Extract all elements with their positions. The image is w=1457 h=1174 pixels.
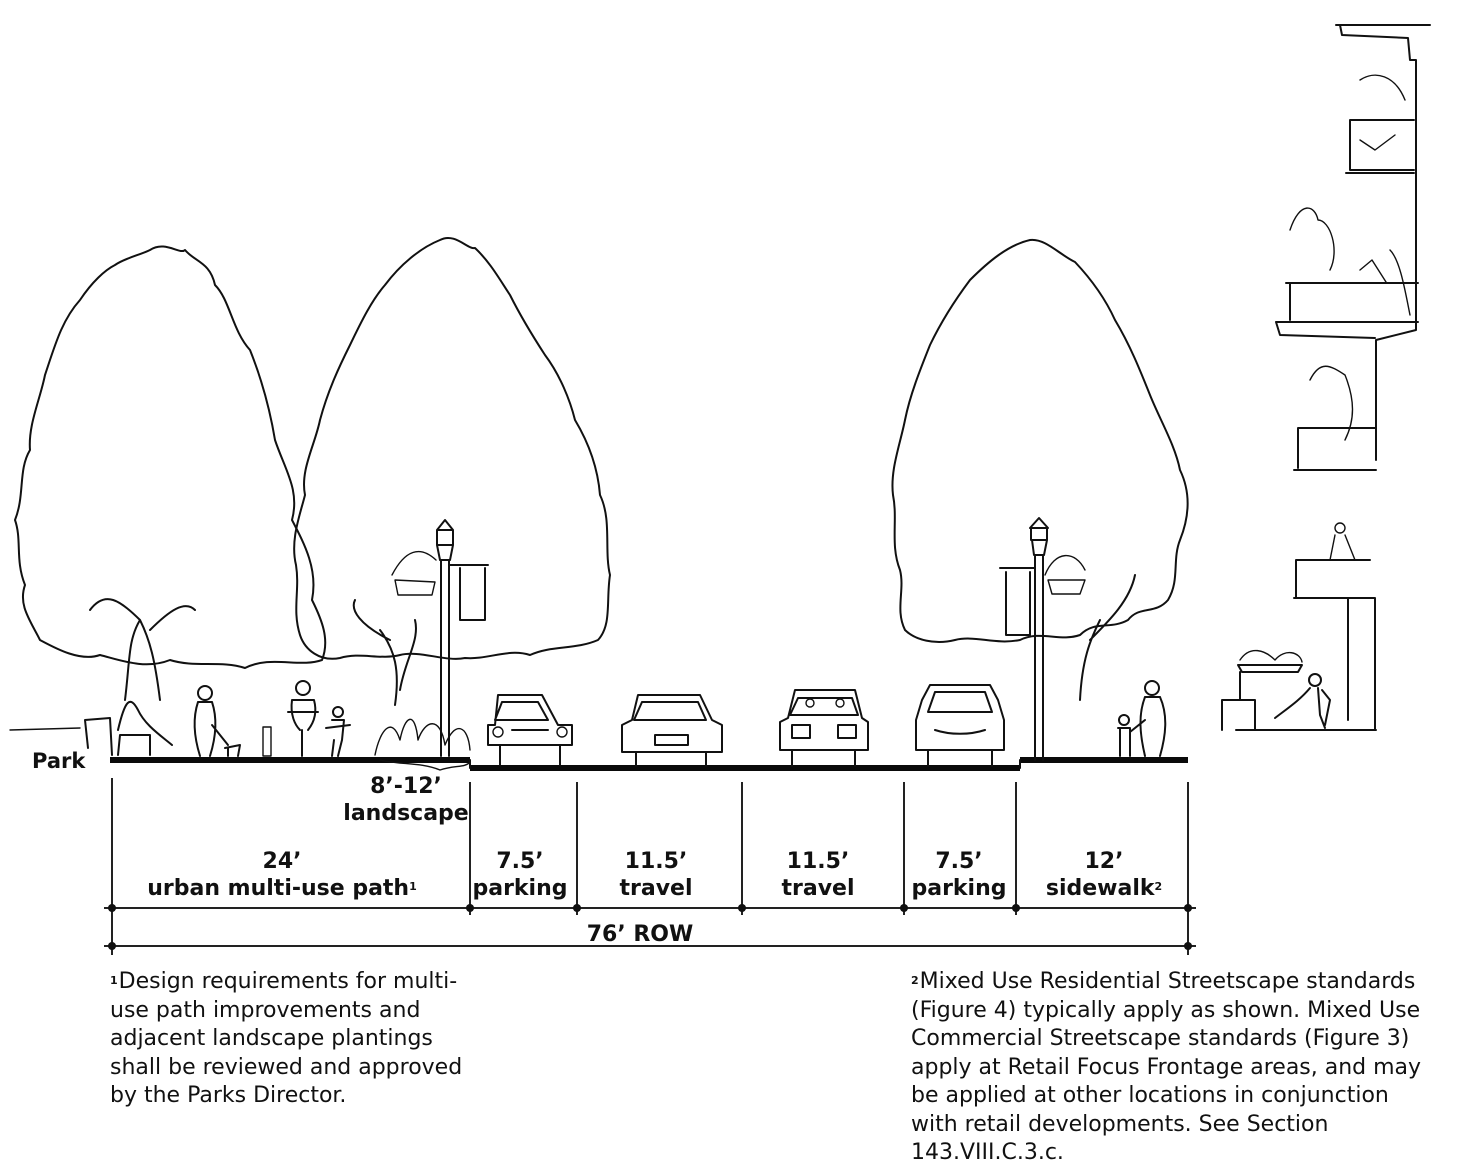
tick-mark — [1184, 904, 1192, 912]
parked-car-left — [487, 694, 573, 766]
landscape-label: 8’-12’ landscape — [343, 773, 468, 827]
pedestrian-walking-dog — [193, 685, 241, 757]
street-tree-right — [891, 238, 1189, 701]
bollard — [262, 726, 272, 757]
footnote-1: 1Design requirements for multi- use path… — [110, 968, 510, 1111]
segment-sidewalk: 12’ sidewalk2 — [1046, 848, 1162, 902]
tick-mark — [108, 904, 116, 912]
segment-dimension: 24’ — [262, 849, 302, 874]
cyclist — [287, 680, 319, 757]
tick-mark — [900, 904, 908, 912]
travel-car-1 — [621, 694, 723, 767]
footnote-marker: 2 — [911, 974, 919, 987]
street-lamp-with-banner-left — [391, 519, 489, 757]
segment-travel-1: 11.5’ travel — [619, 848, 692, 902]
street-tree-left-1 — [14, 245, 327, 701]
mixed-use-building-with-balconies — [1235, 24, 1431, 731]
segment-dimension: 11.5’ — [624, 849, 688, 874]
street-lamp-with-banner-right — [999, 517, 1086, 761]
segment-name: urban multi-use path — [147, 876, 410, 901]
segment-multi-use-path: 24’ urban multi-use path1 — [147, 848, 417, 902]
segment-parking-right: 7.5’ parking — [911, 848, 1006, 902]
park-label: Park — [32, 749, 86, 773]
ground-line — [9, 727, 1188, 771]
total-row-label: 76’ ROW — [586, 922, 694, 947]
segment-name: travel — [619, 876, 693, 901]
segment-name: parking — [472, 876, 568, 901]
segment-travel-2: 11.5’ travel — [781, 848, 854, 902]
segment-name: sidewalk — [1045, 876, 1155, 901]
park-bench-with-seated-person — [84, 700, 173, 756]
dimension-lines — [104, 778, 1196, 955]
child — [325, 706, 351, 757]
footnote-marker: 1 — [409, 880, 417, 893]
tick-mark — [108, 942, 116, 950]
segment-dimension: 7.5’ — [496, 849, 544, 874]
stoop-planters — [1221, 649, 1303, 731]
adult-with-child — [1117, 680, 1167, 757]
footnote-marker: 1 — [110, 974, 118, 987]
dimension-ticks — [108, 904, 1192, 950]
landscape-dimension: 8’-12’ — [370, 774, 442, 799]
tick-mark — [738, 904, 746, 912]
travel-car-2 — [779, 689, 869, 767]
segment-dimension: 7.5’ — [935, 849, 983, 874]
tick-mark — [1012, 904, 1020, 912]
tick-mark — [466, 904, 474, 912]
segment-parking-left: 7.5’ parking — [472, 848, 567, 902]
segment-dimension: 11.5’ — [786, 849, 850, 874]
tick-mark — [1184, 942, 1192, 950]
landscape-shrubs — [374, 718, 471, 771]
street-tree-left-2 — [293, 237, 611, 706]
footnote-marker: 2 — [1154, 880, 1163, 893]
parked-car-right — [915, 684, 1005, 767]
footnote-text: Mixed Use Residential Streetscape standa… — [911, 969, 1422, 1165]
footnote-text: Design requirements for multi- use path … — [110, 969, 463, 1108]
tick-mark — [573, 904, 581, 912]
segment-dimension: 12’ — [1084, 849, 1124, 874]
segment-name: parking — [911, 876, 1007, 901]
landscape-name: landscape — [343, 801, 469, 826]
segment-name: travel — [781, 876, 855, 901]
footnote-2: 2Mixed Use Residential Streetscape stand… — [911, 968, 1456, 1168]
seated-person-on-patio — [1274, 673, 1331, 729]
